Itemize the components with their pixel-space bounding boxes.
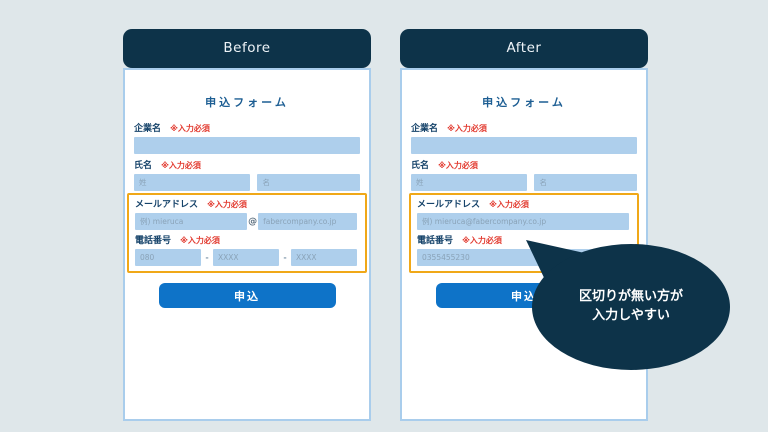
name-label: 氏名 xyxy=(411,161,430,171)
company-label-row: 企業名 ※入力必須 xyxy=(134,124,360,134)
email-domain-input[interactable] xyxy=(258,213,357,230)
last-name-input[interactable] xyxy=(411,174,528,191)
after-header: After xyxy=(400,29,648,68)
name-inputs-row xyxy=(134,174,360,191)
phone-part2-input[interactable] xyxy=(213,249,279,266)
phone-part3-input[interactable] xyxy=(291,249,357,266)
required-note: ※入力必須 xyxy=(207,200,247,209)
name-label-row: 氏名 ※入力必須 xyxy=(134,161,360,171)
email-label-row: メールアドレス ※入力必須 xyxy=(417,200,629,210)
speech-bubble-line2: 入力しやすい xyxy=(592,308,670,323)
phone-label: 電話番号 xyxy=(135,236,172,246)
speech-bubble-body xyxy=(532,244,730,370)
email-input[interactable] xyxy=(417,213,629,230)
before-panel: Before 申込フォーム 企業名 ※入力必須 氏名 ※入力必須 メールアドレス… xyxy=(123,29,371,421)
required-note: ※入力必須 xyxy=(438,161,478,170)
form-title: 申込フォーム xyxy=(205,96,289,109)
first-name-input[interactable] xyxy=(257,174,360,191)
first-name-input[interactable] xyxy=(534,174,637,191)
after-panel: After 申込フォーム 企業名 ※入力必須 氏名 ※入力必須 メールアドレス … xyxy=(400,29,648,421)
before-form-card: 申込フォーム 企業名 ※入力必須 氏名 ※入力必須 メールアドレス ※入力必須 xyxy=(123,68,371,421)
at-separator: @ xyxy=(248,216,258,227)
company-input[interactable] xyxy=(134,137,360,154)
name-inputs-row xyxy=(411,174,637,191)
dash-separator: - xyxy=(205,253,209,262)
submit-button[interactable]: 申込 xyxy=(158,283,336,308)
before-header: Before xyxy=(123,29,371,68)
speech-bubble-line1: 区切りが無い方が xyxy=(578,289,683,304)
email-label-row: メールアドレス ※入力必須 xyxy=(135,200,357,210)
speech-bubble-text: 区切りが無い方が 入力しやすい xyxy=(521,287,741,325)
phone-part1-input[interactable] xyxy=(135,249,201,266)
phone-label-row: 電話番号 ※入力必須 xyxy=(135,236,357,246)
phone-label-row: 電話番号 ※入力必須 xyxy=(417,236,629,246)
required-note: ※入力必須 xyxy=(161,161,201,170)
required-note: ※入力必須 xyxy=(170,124,210,133)
dash-separator: - xyxy=(283,253,287,262)
after-form-card: 申込フォーム 企業名 ※入力必須 氏名 ※入力必須 メールアドレス ※入力必須 xyxy=(400,68,648,421)
email-local-input[interactable] xyxy=(135,213,248,230)
phone-inputs-row: - - xyxy=(135,249,357,266)
last-name-input[interactable] xyxy=(134,174,251,191)
before-highlight-box: メールアドレス ※入力必須 @ 電話番号 ※入力必須 - - xyxy=(127,193,367,273)
company-label-row: 企業名 ※入力必須 xyxy=(411,124,637,134)
email-inputs-row: @ xyxy=(135,213,357,230)
company-input[interactable] xyxy=(411,137,637,154)
required-note: ※入力必須 xyxy=(462,236,502,245)
speech-bubble xyxy=(526,240,730,370)
name-label: 氏名 xyxy=(134,161,153,171)
required-note: ※入力必須 xyxy=(489,200,529,209)
name-label-row: 氏名 ※入力必須 xyxy=(411,161,637,171)
email-label: メールアドレス xyxy=(417,200,481,210)
required-note: ※入力必須 xyxy=(447,124,487,133)
email-label: メールアドレス xyxy=(135,200,199,210)
form-title: 申込フォーム xyxy=(482,96,566,109)
phone-label: 電話番号 xyxy=(417,236,454,246)
company-label: 企業名 xyxy=(134,124,162,134)
company-label: 企業名 xyxy=(411,124,439,134)
required-note: ※入力必須 xyxy=(180,236,220,245)
